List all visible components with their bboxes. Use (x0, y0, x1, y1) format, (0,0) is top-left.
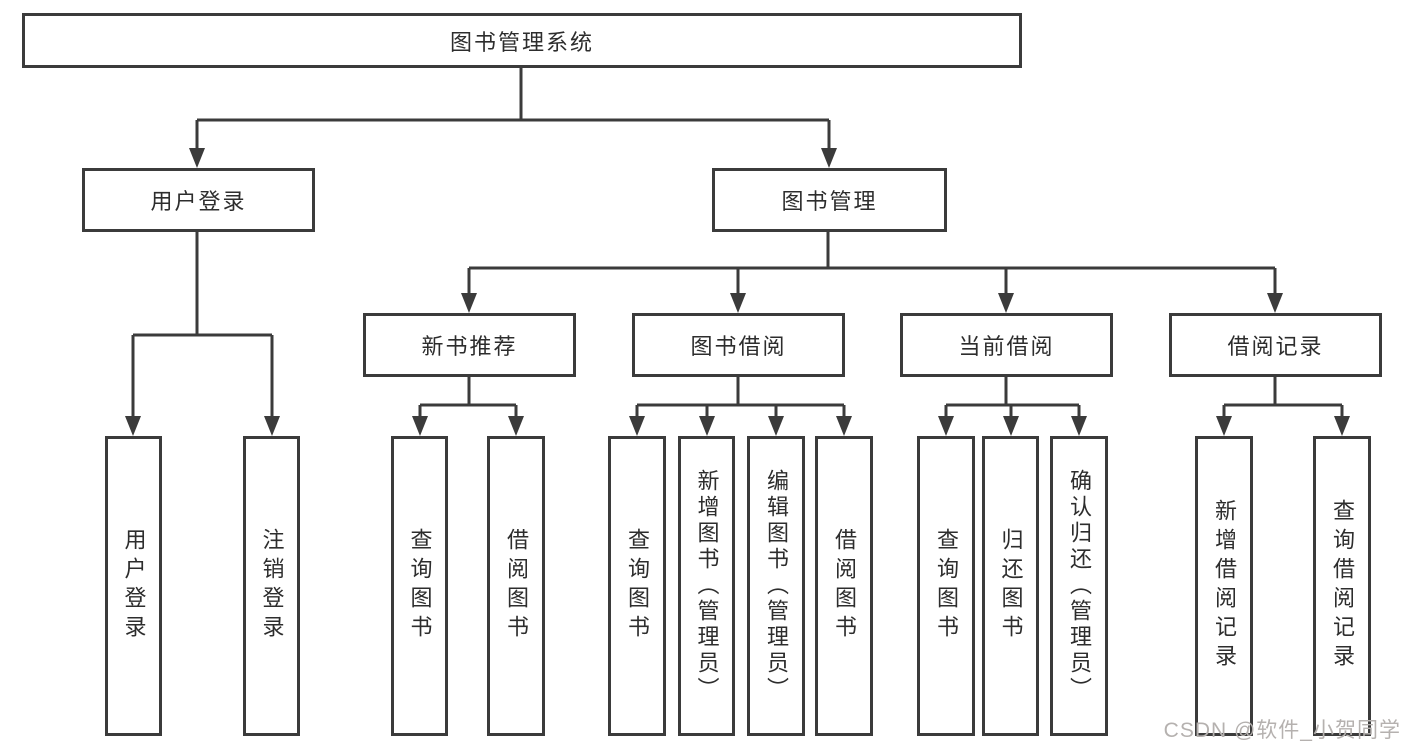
connector-borrow-records-children (1222, 377, 1344, 418)
connector-book-mgmt-to-level3 (467, 232, 1277, 295)
leaf-record-add: 新增借阅记录 (1195, 436, 1253, 736)
leaf-record-query-label: 查询借阅记录 (1330, 499, 1355, 673)
leaf-user-login: 用户登录 (105, 436, 162, 736)
node-book-mgmt-label: 图书管理 (781, 189, 878, 214)
leaf-newbook-borrow-books-label: 借阅图书 (504, 528, 529, 644)
arrowheads-current-borrow-children (938, 416, 1087, 436)
node-borrow-records: 借阅记录 (1169, 313, 1382, 377)
connector-new-book-children (418, 377, 518, 418)
leaf-borrow-add-books-admin: 新增图书（管理员） (678, 436, 735, 736)
leaf-record-add-label: 新增借阅记录 (1212, 499, 1237, 673)
leaf-current-confirm-return-admin-label: 确认归还（管理员） (1067, 469, 1092, 703)
leaf-borrow-edit-books-admin: 编辑图书（管理员） (747, 436, 805, 736)
node-borrow-records-label: 借阅记录 (1227, 334, 1324, 359)
arrowheads-level2 (189, 148, 837, 168)
connector-root-to-level2 (195, 68, 831, 150)
watermark: CSDN @软件_小贺同学 (1163, 719, 1401, 742)
leaf-current-return-books: 归还图书 (982, 436, 1039, 736)
node-new-book-rec: 新书推荐 (363, 313, 576, 377)
node-root: 图书管理系统 (22, 13, 1022, 68)
arrowheads-new-book-children (412, 416, 524, 436)
connector-current-borrow-children (944, 377, 1081, 418)
leaf-borrow-borrow-books: 借阅图书 (815, 436, 873, 736)
node-current-borrow: 当前借阅 (900, 313, 1113, 377)
node-book-mgmt: 图书管理 (712, 168, 947, 232)
leaf-borrow-query-books: 查询图书 (608, 436, 666, 736)
leaf-borrow-edit-books-admin-label: 编辑图书（管理员） (764, 469, 789, 703)
connector-book-borrow-children (635, 377, 846, 418)
arrowheads-borrow-records-children (1216, 416, 1350, 436)
connector-user-login-children (131, 232, 274, 418)
leaf-current-query-books-label: 查询图书 (934, 528, 959, 644)
arrowheads-user-login-children (125, 416, 280, 436)
node-new-book-rec-label: 新书推荐 (421, 334, 518, 359)
node-root-label: 图书管理系统 (449, 29, 594, 55)
arrowheads-level3 (461, 293, 1283, 313)
arrowheads-book-borrow-children (629, 416, 852, 436)
node-current-borrow-label: 当前借阅 (958, 334, 1055, 359)
leaf-borrow-add-books-admin-label: 新增图书（管理员） (694, 469, 720, 703)
node-book-borrow-label: 图书借阅 (690, 334, 787, 359)
leaf-newbook-query-books-label: 查询图书 (407, 528, 433, 644)
leaf-current-confirm-return-admin: 确认归还（管理员） (1050, 436, 1108, 736)
leaf-user-login-label: 用户登录 (121, 528, 147, 644)
node-user-login-label: 用户登录 (150, 189, 247, 214)
node-book-borrow: 图书借阅 (632, 313, 845, 377)
leaf-current-return-books-label: 归还图书 (998, 528, 1024, 644)
leaf-record-query: 查询借阅记录 (1313, 436, 1371, 736)
leaf-borrow-query-books-label: 查询图书 (625, 528, 650, 644)
leaf-newbook-query-books: 查询图书 (391, 436, 448, 736)
node-user-login: 用户登录 (82, 168, 315, 232)
leaf-logout: 注销登录 (243, 436, 300, 736)
leaf-newbook-borrow-books: 借阅图书 (487, 436, 545, 736)
leaf-logout-label: 注销登录 (259, 528, 285, 644)
leaf-current-query-books: 查询图书 (917, 436, 975, 736)
leaf-borrow-borrow-books-label: 借阅图书 (832, 528, 857, 644)
